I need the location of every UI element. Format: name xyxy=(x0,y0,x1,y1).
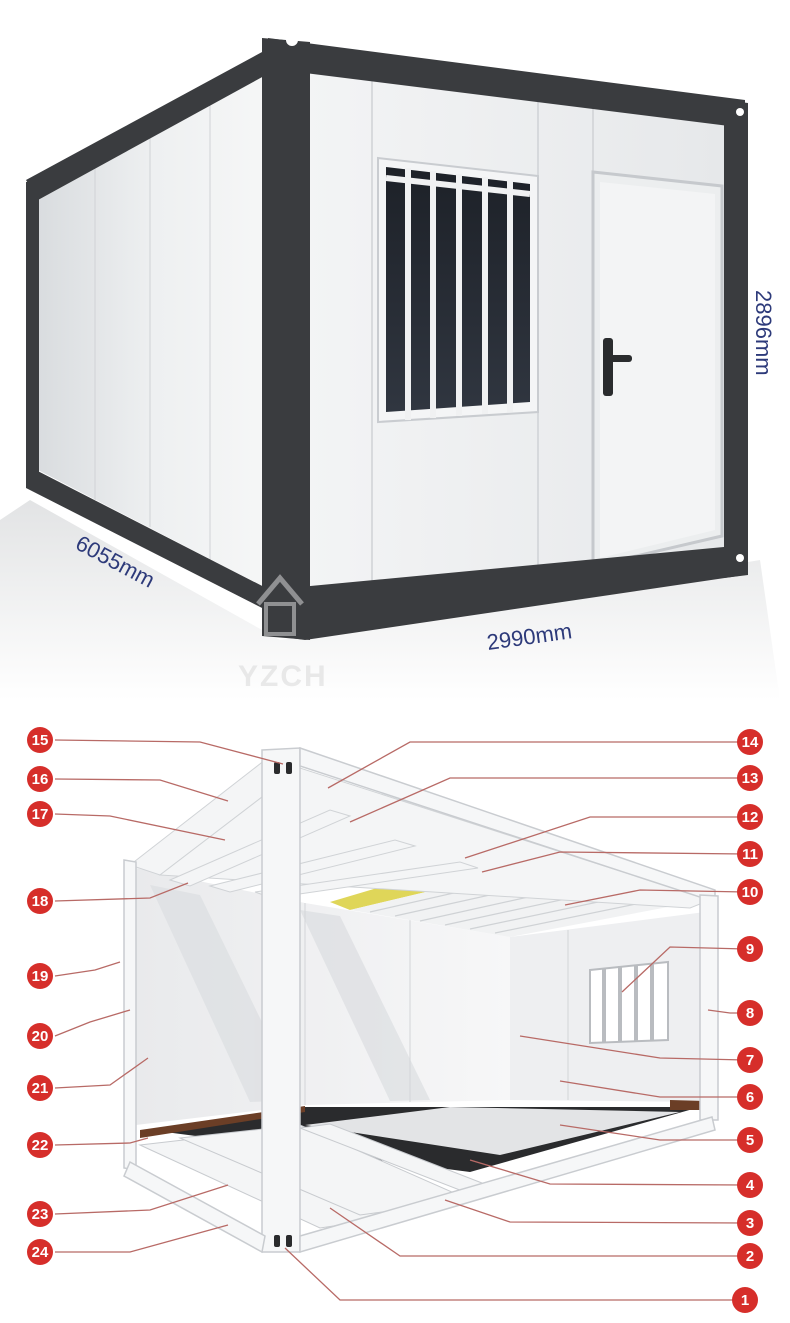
svg-text:13: 13 xyxy=(742,770,759,787)
marker-8: 8 xyxy=(737,1000,763,1026)
svg-text:14: 14 xyxy=(742,734,759,751)
marker-15: 15 xyxy=(27,727,53,753)
marker-19: 19 xyxy=(27,963,53,989)
marker-21: 21 xyxy=(27,1075,53,1101)
svg-text:22: 22 xyxy=(32,1137,49,1154)
watermark-logo: YZCH xyxy=(238,574,328,693)
marker-22: 22 xyxy=(27,1132,53,1158)
floor-panel xyxy=(305,1107,680,1155)
corner-castings xyxy=(286,34,744,562)
marker-18: 18 xyxy=(27,888,53,914)
marker-14: 14 xyxy=(737,729,763,755)
svg-text:23: 23 xyxy=(32,1206,49,1223)
structure-diagram: 15 16 17 18 19 20 21 22 23 24 14 xyxy=(27,727,763,1313)
side-wall-frame xyxy=(26,45,275,612)
interior-window xyxy=(589,960,669,1045)
floor-skirting-right xyxy=(670,1100,705,1110)
marker-7: 7 xyxy=(737,1047,763,1073)
svg-text:18: 18 xyxy=(32,893,49,910)
svg-text:17: 17 xyxy=(32,806,49,823)
marker-6: 6 xyxy=(737,1084,763,1110)
container-photo: YZCH 6055mm 2990mm 2896mm xyxy=(0,34,780,700)
marker-5: 5 xyxy=(737,1127,763,1153)
svg-text:10: 10 xyxy=(742,884,759,901)
svg-text:15: 15 xyxy=(32,732,49,749)
svg-text:5: 5 xyxy=(746,1132,754,1149)
marker-17: 17 xyxy=(27,801,53,827)
door-handle-plate xyxy=(603,338,613,396)
marker-12: 12 xyxy=(737,804,763,830)
svg-text:4: 4 xyxy=(746,1177,755,1194)
svg-text:6: 6 xyxy=(746,1089,754,1106)
marker-1: 1 xyxy=(732,1287,758,1313)
marker-23: 23 xyxy=(27,1201,53,1227)
svg-text:7: 7 xyxy=(746,1052,754,1069)
marker-20: 20 xyxy=(27,1023,53,1049)
front-frame xyxy=(262,38,748,640)
marker-24: 24 xyxy=(27,1239,53,1265)
left-interior-wall xyxy=(136,868,510,1125)
marker-16: 16 xyxy=(27,766,53,792)
svg-text:19: 19 xyxy=(32,968,49,985)
svg-text:21: 21 xyxy=(32,1080,49,1097)
marker-13: 13 xyxy=(737,765,763,791)
svg-text:1: 1 xyxy=(741,1292,749,1309)
dimension-height: 2896mm xyxy=(751,290,776,376)
side-wall xyxy=(38,65,270,590)
main-frame xyxy=(123,746,719,1254)
svg-text:9: 9 xyxy=(746,941,754,958)
door-handle xyxy=(606,355,632,362)
interior-seams xyxy=(304,903,569,1105)
svg-text:12: 12 xyxy=(742,809,759,826)
svg-text:2: 2 xyxy=(746,1248,754,1265)
side-wall-seams xyxy=(94,99,211,560)
marker-9: 9 xyxy=(737,936,763,962)
marker-10: 10 xyxy=(737,879,763,905)
svg-text:16: 16 xyxy=(32,771,49,788)
marker-4: 4 xyxy=(737,1172,763,1198)
roof-beams xyxy=(128,759,712,909)
watermark-text: YZCH xyxy=(238,660,328,693)
svg-text:24: 24 xyxy=(32,1244,49,1261)
svg-text:20: 20 xyxy=(32,1028,49,1045)
marker-2: 2 xyxy=(737,1243,763,1269)
window-security-bars xyxy=(385,168,531,420)
ground-shadow xyxy=(0,500,780,700)
door xyxy=(591,170,724,568)
window xyxy=(377,156,539,424)
frame-castings xyxy=(274,762,292,1247)
callouts xyxy=(54,739,746,1301)
marker-3: 3 xyxy=(737,1210,763,1236)
svg-text:11: 11 xyxy=(742,846,758,863)
svg-text:3: 3 xyxy=(746,1215,754,1232)
svg-text:8: 8 xyxy=(746,1005,754,1022)
marker-11: 11 xyxy=(737,841,763,867)
